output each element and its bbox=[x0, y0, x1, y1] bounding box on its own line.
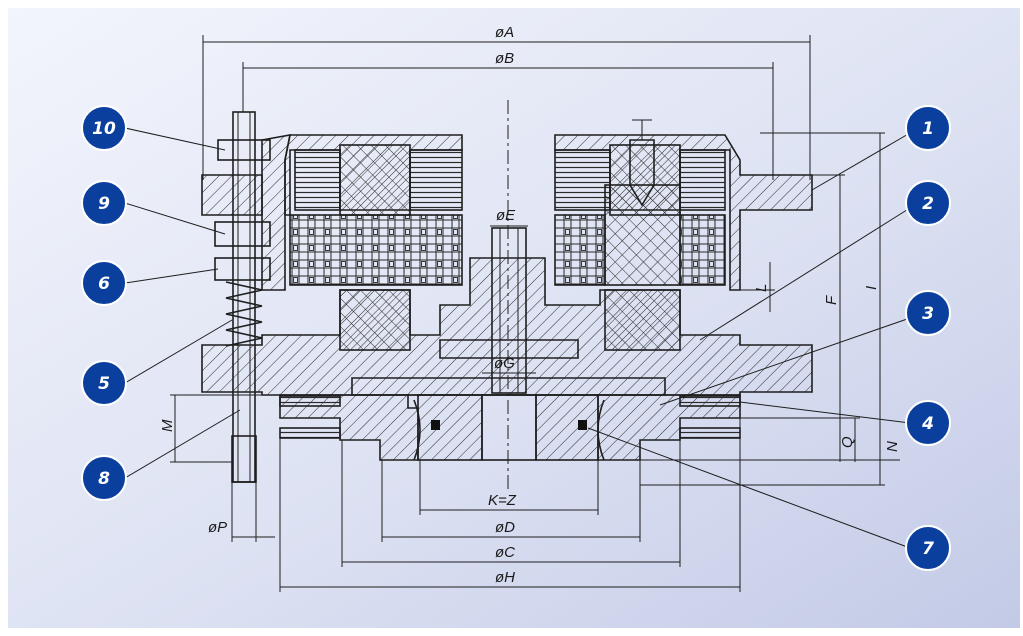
core-right-bottom bbox=[604, 289, 681, 351]
dim-d-label: øD bbox=[495, 519, 515, 536]
winding-right-outer bbox=[679, 149, 726, 211]
dim-i-label: I bbox=[863, 286, 880, 290]
core-left-bottom bbox=[339, 289, 411, 351]
svg-text:6: 6 bbox=[98, 274, 110, 294]
dim-h-label: øH bbox=[495, 569, 515, 586]
lining-left-bottom bbox=[279, 427, 341, 439]
coil-right-a bbox=[554, 214, 606, 286]
svg-text:9: 9 bbox=[98, 194, 110, 214]
dim-g-label: øG bbox=[494, 355, 515, 372]
core-left-top bbox=[339, 144, 411, 216]
dim-n-label: N bbox=[884, 441, 901, 452]
callout-1: 1 bbox=[905, 105, 951, 151]
set-screw bbox=[629, 139, 655, 207]
dim-c-label: øC bbox=[495, 544, 515, 561]
dim-q-label: Q bbox=[839, 436, 856, 448]
spring-5 bbox=[225, 281, 263, 347]
callout-7: 7 bbox=[905, 525, 951, 571]
hub-right bbox=[535, 394, 599, 461]
adjusting-bolt bbox=[214, 111, 271, 483]
dim-kz-label: K=Z bbox=[488, 492, 517, 509]
callout-2: 2 bbox=[905, 180, 951, 226]
callout-5: 5 bbox=[81, 360, 127, 406]
svg-text:3: 3 bbox=[922, 304, 934, 324]
svg-text:5: 5 bbox=[98, 374, 110, 394]
callout-4: 4 bbox=[905, 400, 951, 446]
callout-3: 3 bbox=[905, 290, 951, 336]
dim-b-label: øB bbox=[495, 50, 514, 67]
leader-lines bbox=[124, 127, 911, 549]
svg-text:2: 2 bbox=[922, 194, 934, 214]
dim-e-label: øE bbox=[496, 207, 516, 224]
core-right-mid bbox=[604, 184, 681, 286]
callout-9: 9 bbox=[81, 180, 127, 226]
lining-right-bottom bbox=[679, 427, 741, 439]
seal-right bbox=[578, 420, 587, 430]
winding-left-outer bbox=[294, 149, 341, 211]
seal-left bbox=[431, 420, 440, 430]
shaft-bore bbox=[491, 227, 527, 394]
callout-8: 8 bbox=[81, 455, 127, 501]
svg-text:10: 10 bbox=[92, 119, 116, 139]
svg-text:4: 4 bbox=[921, 414, 934, 434]
nut-10 bbox=[217, 139, 271, 161]
lining-right-top bbox=[679, 395, 741, 407]
hub-left bbox=[417, 394, 483, 461]
dim-p-label: øP bbox=[208, 519, 227, 536]
nut-9 bbox=[214, 221, 271, 247]
svg-text:8: 8 bbox=[98, 469, 110, 489]
hub-bore bbox=[481, 394, 537, 461]
svg-text:7: 7 bbox=[922, 539, 934, 559]
coil-left bbox=[289, 214, 463, 286]
winding-right-inner bbox=[554, 149, 611, 211]
callout-6: 6 bbox=[81, 260, 127, 306]
svg-text:1: 1 bbox=[922, 119, 934, 139]
lining-left-top bbox=[279, 395, 341, 407]
dim-l-label: L bbox=[753, 284, 770, 292]
coil-right-b bbox=[679, 214, 726, 286]
winding-left-inner bbox=[409, 149, 463, 211]
dim-a-label: øA bbox=[495, 24, 514, 41]
dimension-lines bbox=[170, 35, 900, 592]
dim-m-label: M bbox=[159, 419, 176, 432]
callout-10: 10 bbox=[81, 105, 127, 151]
dim-f-label: F bbox=[823, 295, 840, 305]
flange-left bbox=[279, 394, 419, 461]
